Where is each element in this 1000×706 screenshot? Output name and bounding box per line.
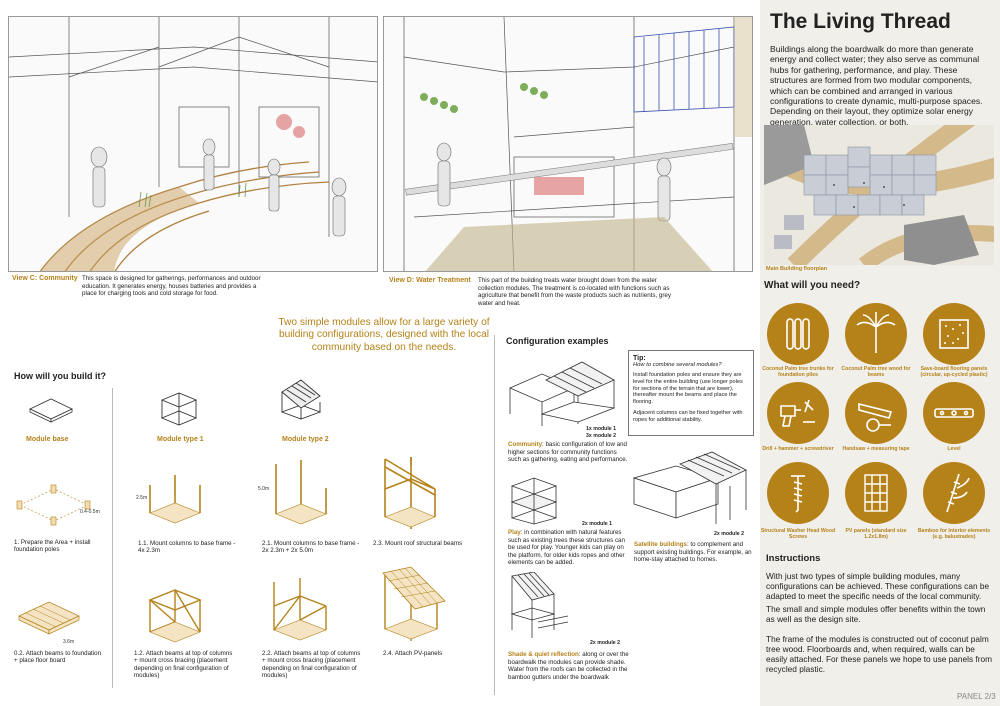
shade-desc: : along or over the boardwalk the module… [508, 651, 629, 681]
satellite-text: Satellite buildings: to complement and s… [634, 541, 752, 564]
config-play-drawing [508, 474, 560, 526]
dim-label-1: 0.4-0.5m [80, 509, 100, 515]
instructions-p3: The frame of the modules is constructed … [766, 634, 992, 674]
tip-text-1: Install foundation poles and ensure they… [633, 372, 743, 406]
tip-title: Tip: [633, 355, 646, 362]
config-satellite-drawing [632, 448, 752, 532]
drill-icon [767, 382, 829, 444]
tip-text-2: Adjacent columns can be fixed together w… [633, 409, 743, 423]
community-desc: : basic configuration of low and higher … [508, 441, 628, 464]
module-type2-drawing [278, 376, 324, 432]
instructions-p1: With just two types of simple building m… [766, 571, 990, 601]
view-c-title: View C: Community [12, 275, 78, 282]
intro-paragraph: Buildings along the boardwalk do more th… [770, 44, 983, 127]
step-drawing-11 [140, 465, 210, 525]
play-title: Play [508, 529, 521, 536]
view-c-image [8, 16, 378, 272]
tip-question: How to combine several modules? [633, 362, 722, 368]
needs-heading: What will you need? [764, 280, 861, 291]
tool-label-level: Level [947, 446, 961, 452]
play-text: Play: in combination with natural featur… [508, 529, 626, 567]
palm-tree-icon [845, 303, 907, 365]
view-d-text: This part of the building treats water b… [478, 277, 671, 307]
tool-label-drill: Drill + hammer + screwdriver [762, 446, 834, 452]
satellite-desc: : to complement and support existing bui… [634, 541, 752, 564]
divider-1 [112, 388, 113, 688]
screw-icon [767, 462, 829, 524]
tool-label-pv: PV panels (standard size 1.2x1.8m) [845, 528, 907, 541]
satellite-title: Satellite buildings [634, 541, 687, 548]
module-type1-drawing [158, 390, 200, 430]
step-drawing-02 [14, 596, 84, 641]
step-text-8: 2.4. Attach PV-panels [383, 650, 443, 657]
community-title: Community [508, 441, 543, 448]
step-drawing-22 [264, 576, 336, 646]
instructions-p2: The small and simple modules offer benef… [766, 604, 986, 624]
step-text-4: 1.2. Attach beams at top of columns + mo… [134, 650, 233, 680]
module-base-drawing [26, 395, 76, 425]
view-d-title: View D: Water Treatment [389, 277, 471, 284]
tool-label-bamboo: Bamboo for interior elements (e.g. balus… [917, 528, 991, 541]
config-community-drawing [506, 358, 618, 428]
module-type2-title: Module type 2 [282, 436, 329, 443]
board-icon [923, 303, 985, 365]
dim-label-3: 2.5m [136, 495, 148, 501]
step-text-3: 1.1. Mount columns to base frame - 4x 2.… [138, 540, 236, 555]
tool-label-board: Save-board flooring panels (circular, up… [920, 366, 988, 379]
level-icon [923, 382, 985, 444]
config-heading: Configuration examples [506, 336, 609, 346]
page-number: PANEL 2/3 [957, 692, 996, 701]
config-shade-drawing [508, 572, 570, 642]
tool-label-screw: Structural Washer Head Wood Screws [760, 528, 836, 541]
page-title: The Living Thread [770, 10, 951, 33]
tag-1x-module-1: 1x module 1 [586, 426, 616, 432]
step-text-1: 1. Prepare the Area + install foundation… [14, 539, 91, 554]
tag-2x-module-2-b: 2x module 2 [590, 640, 620, 646]
dim-label-4: 5.0m [258, 486, 270, 492]
tip-box: Tip: How to combine several modules? Ins… [628, 350, 754, 436]
step-text-7: 2.3. Mount roof structural beams [373, 540, 463, 547]
step-drawing-24 [375, 565, 451, 647]
view-d-image [383, 16, 753, 272]
play-desc: : in combination with natural features s… [508, 529, 625, 567]
step-drawing-21 [266, 458, 336, 530]
pv-panel-icon [845, 462, 907, 524]
trunks-icon [767, 303, 829, 365]
instructions-heading: Instructions [766, 553, 821, 564]
step-text-6: 2.2. Attach beams at top of columns + mo… [262, 650, 361, 680]
tag-2x-module-2-a: 2x module 2 [714, 531, 744, 537]
module-base-title: Module base [26, 436, 69, 443]
divider-2 [494, 335, 495, 695]
shade-text: Shade & quiet reflection: along or over … [508, 651, 630, 681]
step-text-2: 0.2. Attach beams to foundation + place … [14, 650, 102, 665]
floorplan-image [764, 125, 994, 265]
step-text-5: 2.1. Mount columns to base frame - 2x 2.… [262, 540, 360, 555]
saw-icon [845, 382, 907, 444]
dim-label-2: 3.6m [63, 639, 75, 645]
tool-label-saw: Handsaw + measuring tape [842, 446, 910, 452]
tool-label-palm: Coconut Palm tree wood for beams [841, 366, 911, 379]
module-type1-title: Module type 1 [157, 436, 204, 443]
step-drawing-01 [14, 483, 94, 533]
tag-2x-module-1: 2x module 1 [582, 521, 612, 527]
tool-label-trunks: Coconut Palm tree trunks for foundation … [762, 366, 834, 379]
view-c-text: This space is designed for gatherings, p… [82, 275, 261, 298]
step-drawing-23 [375, 455, 445, 535]
shade-title: Shade & quiet reflection [508, 651, 579, 658]
step-drawing-12 [140, 582, 210, 648]
bamboo-icon [923, 462, 985, 524]
community-text: Community: basic configuration of low an… [508, 441, 630, 464]
how-heading: How will you build it? [14, 371, 106, 381]
headline: Two simple modules allow for a large var… [278, 317, 490, 353]
floorplan-caption: Main Building floorplan [766, 266, 828, 272]
tag-3x-module-2: 3x module 2 [586, 433, 616, 439]
